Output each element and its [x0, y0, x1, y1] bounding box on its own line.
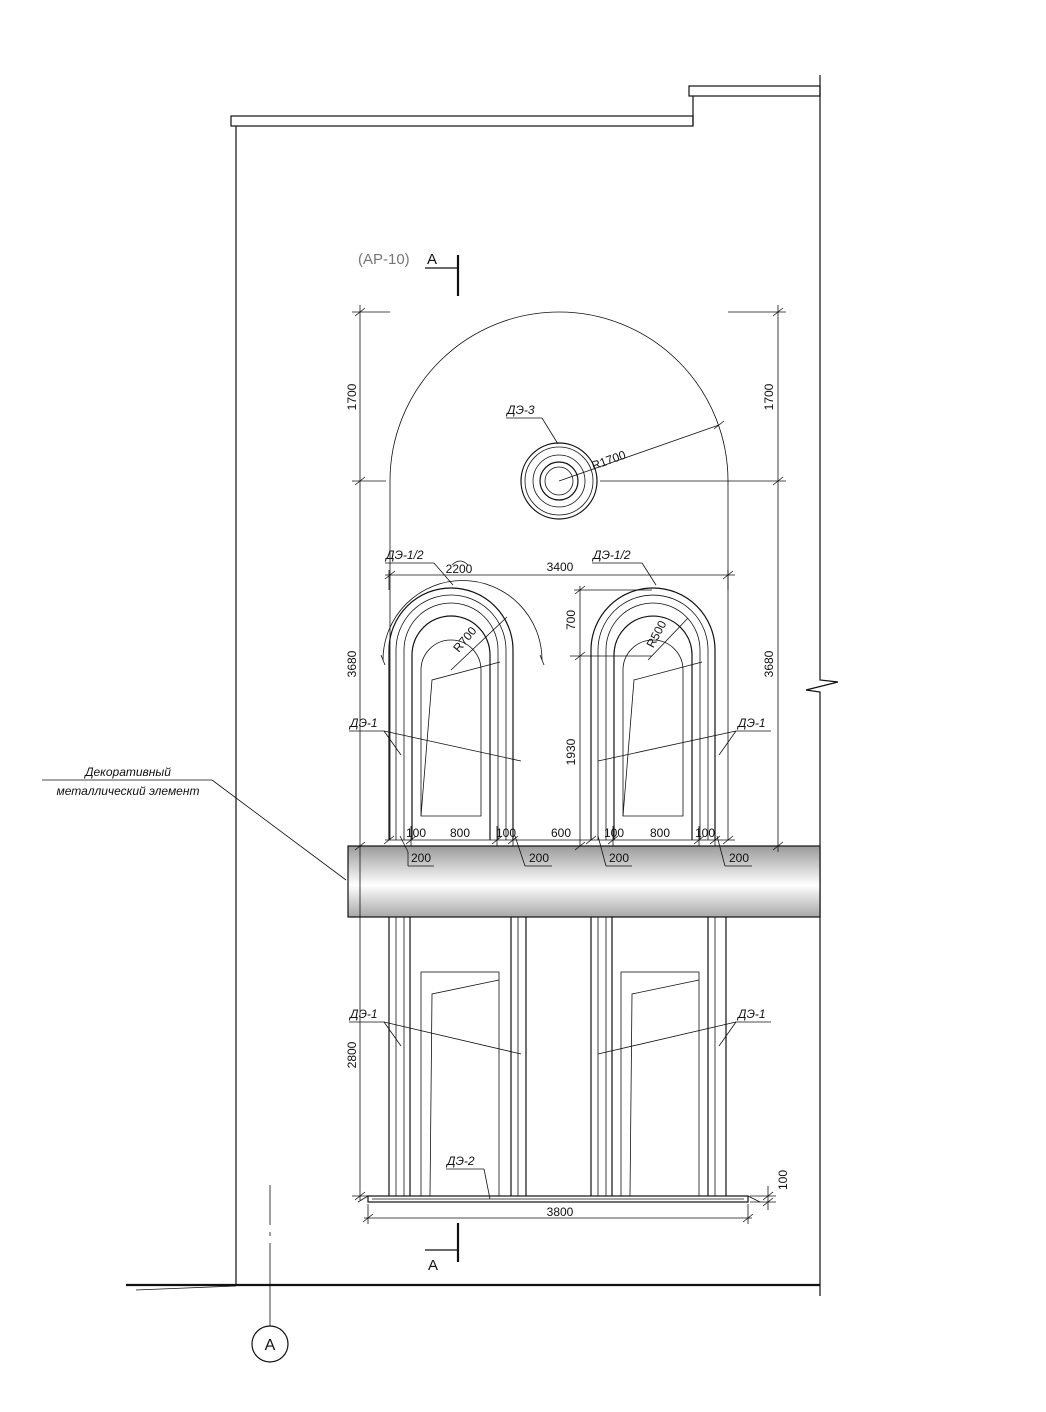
label-de1-2-right: ДЭ-1/2 [591, 548, 631, 562]
grid-axis-a: А [251, 1185, 289, 1363]
decorative-metal-beam [347, 845, 821, 918]
spacing-callouts: 200 200 200 200 [399, 835, 752, 867]
dim-a-800: 800 [450, 826, 470, 840]
section-letter-top: А [427, 251, 437, 268]
ground-slope [135, 1285, 237, 1291]
dim-200-d: 200 [729, 851, 749, 865]
section-letter-bottom: А [428, 1257, 438, 1274]
dim-a-100: 100 [406, 826, 426, 840]
axis-bubble [251, 1325, 289, 1363]
dim-200-b: 200 [529, 851, 549, 865]
dim-b-100: 100 [604, 826, 624, 840]
dim-left-2800: 2800 [345, 1041, 359, 1068]
dim-100-sill: 100 [776, 1170, 790, 1190]
roof-parapet-right [688, 85, 821, 97]
medallion [520, 442, 598, 520]
label-de1-lower-right: ДЭ-1 [736, 1007, 766, 1021]
dim-b-800: 800 [650, 826, 670, 840]
dim-left-3680: 3680 [345, 650, 359, 677]
roof-parapet-left [230, 115, 694, 127]
metal-element-callout: Декоративный металлический элемент [42, 765, 347, 881]
main-arch [389, 311, 729, 840]
dim-r700: R700 [450, 624, 479, 655]
section-mark-bottom: А [425, 1223, 460, 1274]
label-de3: ДЭ-3 [505, 403, 535, 417]
lower-door-left [388, 917, 527, 1197]
dim-1930: 1930 [564, 738, 578, 765]
dim-a-100b: 100 [496, 826, 516, 840]
upper-window-left [388, 587, 514, 840]
dim-r500: R500 [644, 618, 670, 650]
dim-700: 700 [564, 610, 578, 630]
dimension-lines [352, 305, 786, 1224]
break-line [805, 672, 839, 700]
dim-b-100b: 100 [695, 826, 715, 840]
label-de1-upper-right: ДЭ-1 [736, 716, 766, 730]
element-leaders: ДЭ-3 ДЭ-1/2 ДЭ-1/2 ДЭ-1 ДЭ-1 ДЭ-1 ДЭ-1 Д [348, 403, 771, 1200]
axis-label: А [265, 1337, 276, 1354]
callout-line-1: Декоративный [83, 765, 171, 779]
label-de1-lower-left: ДЭ-1 [348, 1007, 378, 1021]
upper-window-right [590, 587, 716, 840]
dim-200-c: 200 [609, 851, 629, 865]
dim-right-1700: 1700 [762, 383, 776, 410]
dimension-texts: 1700 1700 3680 3680 2800 2200 3400 700 1… [345, 383, 790, 1219]
dim-200-a: 200 [411, 851, 431, 865]
dim-left-1700: 1700 [345, 383, 359, 410]
dim-right-3680: 3680 [762, 650, 776, 677]
door-sill [357, 1195, 761, 1203]
label-de1-upper-left: ДЭ-1 [348, 716, 378, 730]
dim-2200: 2200 [446, 562, 473, 576]
label-de1-2-left: ДЭ-1/2 [384, 548, 424, 562]
dim-a-600: 600 [551, 826, 571, 840]
callout-line-2: металлический элемент [57, 784, 200, 798]
dim-3400: 3400 [547, 560, 574, 574]
section-mark-top: (АР-10) А [358, 251, 460, 296]
label-de2: ДЭ-2 [445, 1154, 475, 1168]
lower-door-right [590, 917, 727, 1197]
dim-3800: 3800 [547, 1205, 574, 1219]
building-outline [126, 75, 839, 1296]
dim-r1700: R1700 [590, 448, 628, 473]
section-sheet-ref: (АР-10) [358, 251, 410, 268]
